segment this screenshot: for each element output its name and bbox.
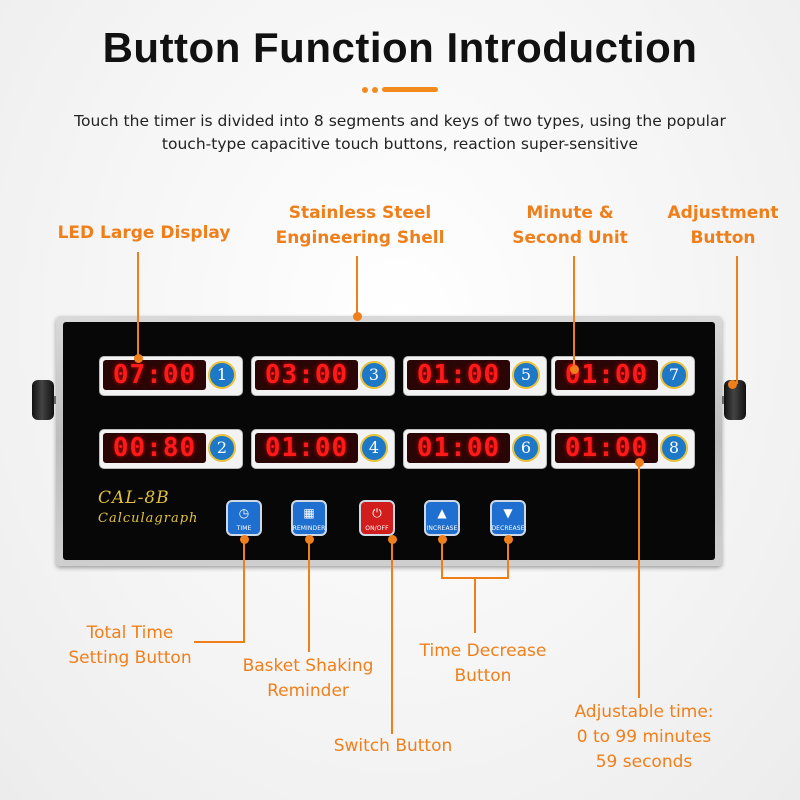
leader-dot-led bbox=[134, 354, 143, 363]
leader-line-time-h bbox=[194, 641, 245, 643]
leader-line-led bbox=[137, 252, 139, 358]
timer-1[interactable]: 07:00 1 bbox=[99, 356, 243, 396]
callout-adjustment-line-1: Adjustment bbox=[667, 203, 779, 223]
timer-number-badge[interactable]: 1 bbox=[208, 361, 236, 389]
leader-line-time bbox=[243, 540, 245, 642]
callout-adjustable-line-1: Adjustable time: bbox=[574, 702, 714, 722]
key-label: ON/OFF bbox=[365, 525, 389, 532]
reminder-button[interactable]: ▦ REMINDER bbox=[291, 500, 327, 536]
callout-total-time-line-1: Total Time bbox=[86, 623, 174, 643]
callout-total-time-line-2: Setting Button bbox=[68, 648, 192, 668]
callout-basket-shaking: Basket Shaking Reminder bbox=[224, 654, 392, 704]
key-label: INCREASE bbox=[426, 525, 458, 532]
callout-switch: Switch Button bbox=[333, 736, 453, 756]
key-label: DECREASE bbox=[491, 525, 525, 532]
callout-basket-line-2: Reminder bbox=[267, 681, 349, 701]
leader-line-reminder bbox=[308, 540, 310, 652]
timer-5[interactable]: 01:00 5 bbox=[403, 356, 547, 396]
triangle-up-icon: ▲ bbox=[437, 506, 447, 520]
page-title: Button Function Introduction bbox=[102, 24, 698, 71]
leader-line-unit bbox=[573, 256, 575, 370]
callout-basket-line-1: Basket Shaking bbox=[242, 656, 374, 676]
time-button[interactable]: ◷ TIME bbox=[226, 500, 262, 536]
increase-button[interactable]: ▲ INCREASE bbox=[424, 500, 460, 536]
leader-dot-decrease bbox=[504, 535, 513, 544]
led-display: 00:80 bbox=[103, 433, 206, 463]
leader-line-shell bbox=[356, 256, 358, 314]
leader-line-switch bbox=[391, 540, 393, 734]
triangle-down-icon: ▼ bbox=[503, 506, 513, 520]
clock-icon: ◷ bbox=[238, 506, 250, 520]
title-decoration bbox=[362, 86, 442, 94]
led-display: 03:00 bbox=[255, 360, 358, 390]
timer-3[interactable]: 03:00 3 bbox=[251, 356, 395, 396]
intro-line-1: Touch the timer is divided into 8 segmen… bbox=[74, 112, 726, 130]
leader-dot-time bbox=[240, 535, 249, 544]
led-display: 01:00 bbox=[255, 433, 358, 463]
callout-decrease-line-2: Button bbox=[454, 666, 512, 686]
timer-number-badge[interactable]: 2 bbox=[208, 434, 236, 462]
timer-number-badge[interactable]: 8 bbox=[660, 434, 688, 462]
decrease-button[interactable]: ▼ DECREASE bbox=[490, 500, 526, 536]
leader-line-adjustment bbox=[736, 256, 738, 384]
timer-2[interactable]: 00:80 2 bbox=[99, 429, 243, 469]
power-icon: ⏻ bbox=[372, 506, 382, 520]
callout-adjustment-line-2: Button bbox=[690, 228, 756, 248]
callout-unit-line-1: Minute & bbox=[526, 203, 614, 223]
callout-decrease-line-1: Time Decrease bbox=[419, 641, 547, 661]
model-name: CAL-8B bbox=[98, 488, 170, 508]
led-display: 01:00 bbox=[407, 433, 510, 463]
timer-number-badge[interactable]: 5 bbox=[512, 361, 540, 389]
timer-number-badge[interactable]: 6 bbox=[512, 434, 540, 462]
leader-dot-unit bbox=[570, 365, 579, 374]
leader-dot-adjustment bbox=[728, 380, 737, 389]
timer-number-badge[interactable]: 3 bbox=[360, 361, 388, 389]
callout-shell: Stainless Steel Engineering Shell bbox=[262, 201, 458, 251]
callout-shell-line-1: Stainless Steel bbox=[288, 203, 432, 223]
led-display: 07:00 bbox=[103, 360, 206, 390]
callout-shell-line-2: Engineering Shell bbox=[275, 228, 445, 248]
intro-text: Touch the timer is divided into 8 segmen… bbox=[40, 110, 760, 156]
callout-led-display: LED Large Display bbox=[57, 223, 231, 243]
intro-line-2: touch-type capacitive touch buttons, rea… bbox=[161, 135, 639, 153]
right-adjustment-knob[interactable] bbox=[724, 380, 746, 420]
led-display: 01:00 bbox=[407, 360, 510, 390]
led-display: 01:00 bbox=[555, 360, 658, 390]
timer-4[interactable]: 01:00 4 bbox=[251, 429, 395, 469]
brand-name: Calculagraph bbox=[98, 511, 199, 526]
timer-number-badge[interactable]: 7 bbox=[660, 361, 688, 389]
callout-adjustable-time: Adjustable time: 0 to 99 minutes 59 seco… bbox=[560, 700, 728, 775]
leader-line-increase bbox=[441, 540, 443, 578]
callout-adjustable-line-2: 0 to 99 minutes bbox=[576, 727, 712, 747]
key-label: TIME bbox=[236, 525, 252, 532]
callout-time-decrease: Time Decrease Button bbox=[400, 639, 566, 689]
leader-dot-switch bbox=[388, 535, 397, 544]
callout-adjustable-line-3: 59 seconds bbox=[595, 752, 693, 772]
timer-number-badge[interactable]: 4 bbox=[360, 434, 388, 462]
leader-line-adjustable bbox=[638, 462, 640, 698]
leader-line-decrease bbox=[507, 540, 509, 578]
timer-6[interactable]: 01:00 6 bbox=[403, 429, 547, 469]
leader-dot-reminder bbox=[305, 535, 314, 544]
left-adjustment-knob[interactable] bbox=[32, 380, 54, 420]
timer-8[interactable]: 01:00 8 bbox=[551, 429, 695, 469]
callout-adjustment: Adjustment Button bbox=[660, 201, 786, 251]
leader-line-bracket-stem bbox=[474, 577, 476, 633]
on-off-button[interactable]: ⏻ ON/OFF bbox=[359, 500, 395, 536]
callout-total-time: Total Time Setting Button bbox=[56, 621, 204, 671]
callout-unit-line-2: Second Unit bbox=[512, 228, 628, 248]
key-label: REMINDER bbox=[292, 525, 326, 532]
leader-dot-shell bbox=[353, 312, 362, 321]
leader-dot-increase bbox=[438, 535, 447, 544]
basket-icon: ▦ bbox=[303, 506, 315, 520]
callout-unit: Minute & Second Unit bbox=[500, 201, 640, 251]
